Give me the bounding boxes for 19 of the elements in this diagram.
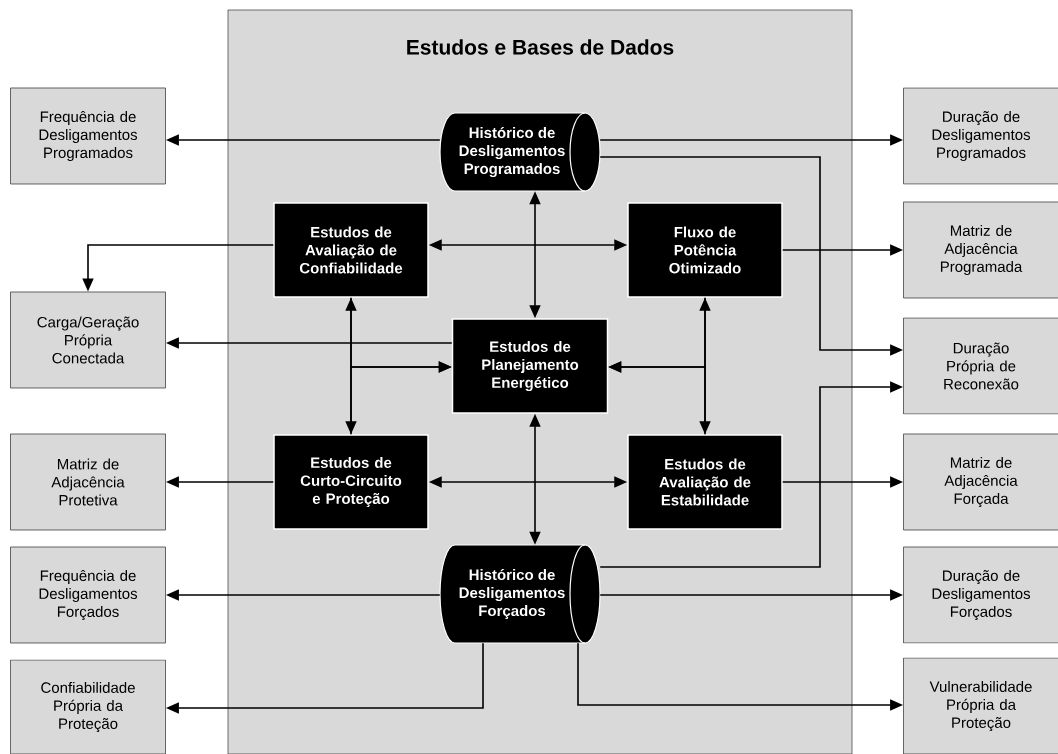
output-box: Duração Própria de Reconexão [903, 317, 1058, 415]
output-box: Duração de Desligamentos Forçados [903, 546, 1058, 644]
output-box: Frequência de Desligamentos Forçados [10, 546, 166, 644]
process-box: Estudos de Avaliação de Estabilidade [627, 434, 783, 530]
output-box: Matriz de Adjacência Protetiva [10, 433, 166, 531]
panel-title: Estudos e Bases de Dados [407, 39, 674, 55]
output-box: Matriz de Adjacência Forçada [903, 433, 1058, 531]
process-box: Estudos de Avaliação de Confiabilidade [273, 202, 429, 298]
output-box: Duração de Desligamentos Programados [903, 87, 1058, 185]
database-cylinder: Histórico de Desligamentos Programados [439, 112, 601, 192]
output-box: Frequência de Desligamentos Programados [10, 87, 166, 185]
output-box: Carga/Geração Própria Conectada [10, 291, 166, 389]
output-box: Vulnerabilidade Própria da Proteção [903, 657, 1058, 754]
database-cylinder: Histórico de Desligamentos Forçados [439, 544, 601, 644]
process-box: Estudos de Planejamento Energético [451, 318, 609, 414]
output-box: Confiabilidade Própria da Proteção [10, 659, 166, 754]
process-box: Estudos de Curto-Circuito e Proteção [273, 434, 429, 530]
process-box: Fluxo de Potência Otimizado [627, 202, 783, 298]
output-box: Matriz de Adjacência Programada [903, 201, 1058, 299]
